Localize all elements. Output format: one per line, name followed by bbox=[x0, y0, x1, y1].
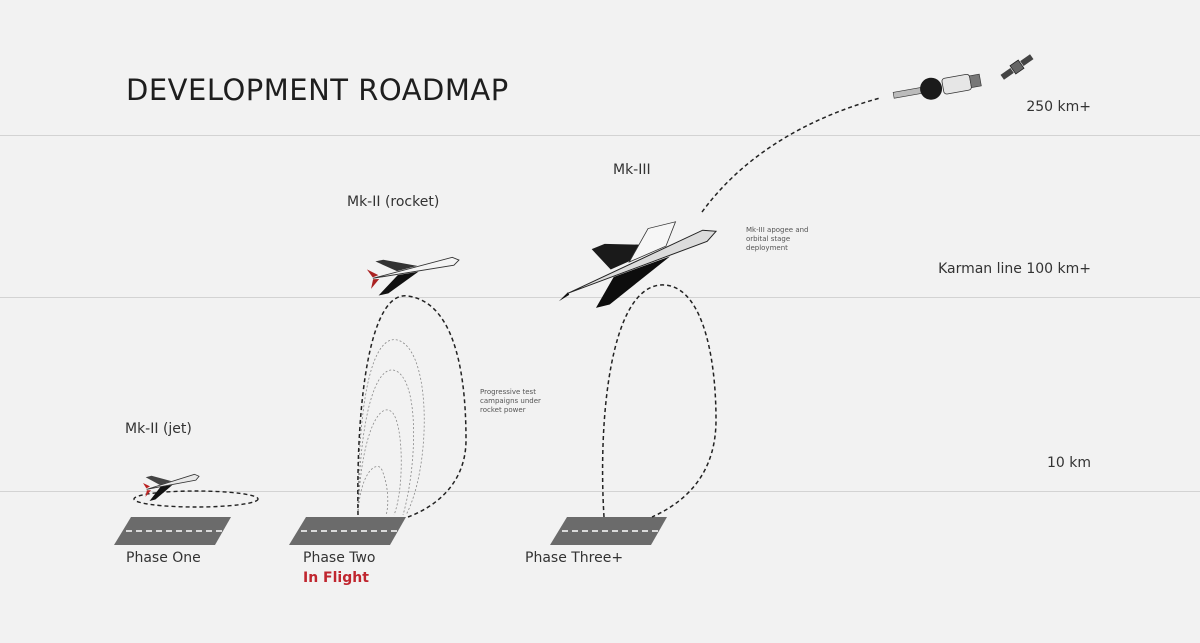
runway-phase-two bbox=[289, 517, 406, 545]
mk3-orbital-trajectory bbox=[701, 97, 881, 213]
altitude-label-10km: 10 km bbox=[1046, 455, 1091, 471]
note-rocket-campaigns: Progressive test campaigns under rocket … bbox=[480, 388, 541, 415]
note-mk3-line: deployment bbox=[746, 244, 788, 252]
mk2-jet-aircraft-icon bbox=[143, 473, 200, 501]
note-mk3-line: Mk-III apogee and bbox=[746, 226, 809, 234]
page-title: DEVELOPMENT ROADMAP bbox=[126, 73, 509, 107]
altitude-line-10km bbox=[0, 491, 1200, 492]
altitude-line-250km bbox=[0, 135, 1200, 136]
vehicle-label-mk2-rocket: Mk-II (rocket) bbox=[347, 194, 440, 210]
phase-two-status: In Flight bbox=[303, 570, 369, 586]
vehicle-label-mk2-jet: Mk-II (jet) bbox=[125, 421, 192, 437]
satellite-icon bbox=[1000, 54, 1034, 80]
altitude-label-karman: Karman line 100 km+ bbox=[938, 261, 1091, 277]
mk3-suborbital-trajectory bbox=[601, 284, 717, 518]
note-rocket-line: campaigns under bbox=[480, 397, 541, 405]
mk2-rocket-aircraft-icon bbox=[366, 256, 460, 296]
note-rocket-line: rocket power bbox=[480, 406, 526, 414]
phase-three-label: Phase Three+ bbox=[525, 550, 624, 566]
rocket-max-trajectory bbox=[357, 295, 467, 518]
orbital-stage-icon bbox=[892, 73, 982, 100]
rocket-test-trajectories bbox=[357, 339, 425, 516]
altitude-line-karman bbox=[0, 297, 1200, 298]
phase-two-label: Phase Two bbox=[303, 550, 376, 566]
note-rocket-line: Progressive test bbox=[480, 388, 536, 396]
phase-one-label: Phase One bbox=[126, 550, 201, 566]
runway-phase-three bbox=[550, 517, 667, 545]
jet-circuit-path bbox=[133, 490, 259, 508]
runway-phase-one bbox=[114, 517, 231, 545]
vehicle-label-mk3: Mk-III bbox=[613, 162, 651, 178]
mk3-spaceplane-icon bbox=[558, 221, 718, 308]
note-mk3-line: orbital stage bbox=[746, 235, 791, 243]
altitude-label-250km: 250 km+ bbox=[1026, 99, 1091, 115]
note-mk3-apogee: Mk-III apogee and orbital stage deployme… bbox=[746, 226, 809, 253]
